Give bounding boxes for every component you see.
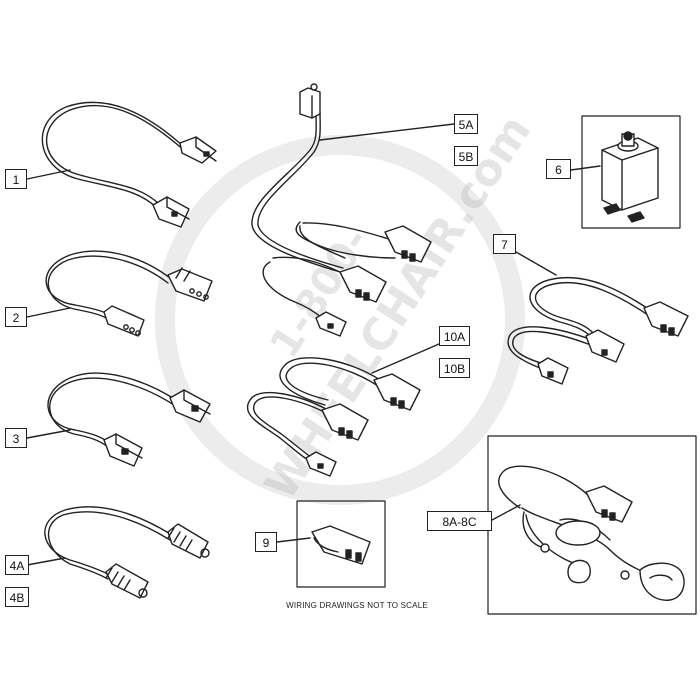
label-10a: 10A xyxy=(439,326,470,346)
connector-1b xyxy=(152,196,190,228)
label-10b: 10B xyxy=(439,358,470,378)
harness-7 xyxy=(507,251,689,385)
harness-8 xyxy=(487,435,697,615)
connector-2b xyxy=(103,305,145,337)
harness-10 xyxy=(246,343,440,477)
connector-10a xyxy=(373,373,421,411)
label-5a: 5A xyxy=(454,114,478,134)
label-9: 9 xyxy=(255,532,277,552)
label-5b: 5B xyxy=(454,146,478,166)
connector-2a xyxy=(167,267,213,302)
connector-7a xyxy=(643,301,689,337)
label-4b: 4B xyxy=(5,587,29,607)
harness-2 xyxy=(26,250,213,337)
harness-4 xyxy=(26,506,210,599)
label-4a: 4A xyxy=(5,555,29,575)
connector-10c xyxy=(305,451,337,477)
harness-1 xyxy=(26,101,217,228)
connector-5-c xyxy=(315,311,347,337)
circuit-breaker-6 xyxy=(570,115,681,229)
label-8a-8c: 8A-8C xyxy=(427,511,492,531)
harness-3 xyxy=(26,372,211,467)
connector-4a xyxy=(167,523,210,559)
connector-10b xyxy=(321,403,369,441)
label-1: 1 xyxy=(5,169,27,189)
label-2: 2 xyxy=(5,307,27,327)
harness-5 xyxy=(251,83,455,337)
connector-7b xyxy=(585,329,625,363)
connector-4b xyxy=(105,563,149,599)
connector-5-a xyxy=(384,225,432,263)
connector-3a xyxy=(169,389,211,423)
label-6: 6 xyxy=(546,159,571,179)
connector-3b xyxy=(103,433,143,467)
connector-5-b xyxy=(339,265,387,303)
connector-7c xyxy=(537,357,569,385)
connector-8a xyxy=(585,485,633,523)
ring-terminal-1 xyxy=(540,543,550,553)
scale-note: WIRING DRAWINGS NOT TO SCALE xyxy=(286,601,428,610)
connector-5-top xyxy=(299,83,321,119)
ring-terminal-2 xyxy=(620,570,630,580)
connector-9 xyxy=(276,500,386,588)
label-3: 3 xyxy=(5,428,27,448)
label-7: 7 xyxy=(493,234,516,254)
connector-1a xyxy=(179,136,217,164)
